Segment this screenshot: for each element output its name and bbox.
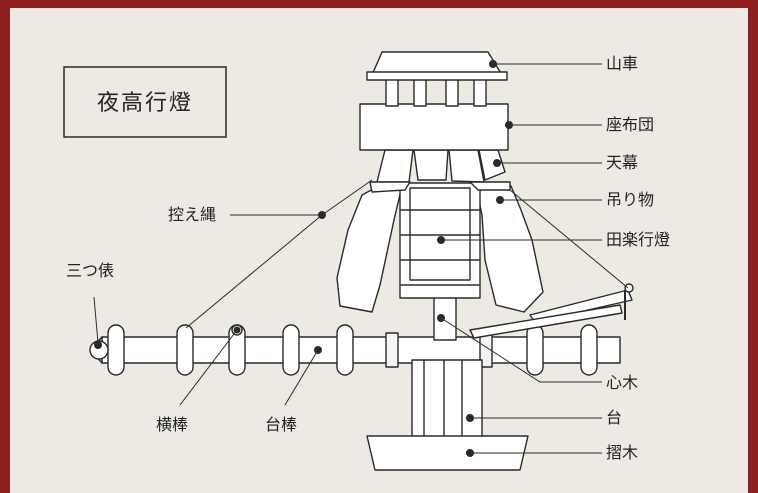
label-tenmaku: 天幕 [606,153,638,172]
label-dai: 台 [606,408,622,427]
label-tsurimono: 吊り物 [606,190,654,209]
leader-lines [93,60,629,457]
dai-base [411,359,483,441]
label-yokobo: 横棒 [156,415,188,434]
tsurimono-right [475,185,544,313]
label-suriki: 摺木 [606,443,638,462]
tenmaku-drape [369,149,511,193]
suriki-sled [366,435,529,471]
shaft-band-left [385,332,399,368]
hikae-arm [469,283,634,339]
tsurimono-left [336,185,403,313]
label-shingi: 心木 [606,373,638,392]
title-box: 夜高行燈 [63,66,227,138]
label-zabuton: 座布団 [606,115,654,134]
label-hikaenawa: 控え縄 [168,205,216,224]
label-yamaguruma: 山車 [606,54,638,73]
yamaguruma-roof [366,51,508,107]
label-dengaku-andon: 田楽行燈 [606,230,670,249]
title: 夜高行燈 [97,91,193,116]
label-mitsudawara: 三つ俵 [66,261,114,280]
yokobo-rollers [107,324,598,376]
zabuton [359,103,509,151]
label-daibo: 台棒 [265,415,297,434]
part-labels: 山車 座布団 天幕 吊り物 田楽行燈 控え縄 三つ俵 横棒 台棒 心木 台 摺木 [66,54,670,462]
